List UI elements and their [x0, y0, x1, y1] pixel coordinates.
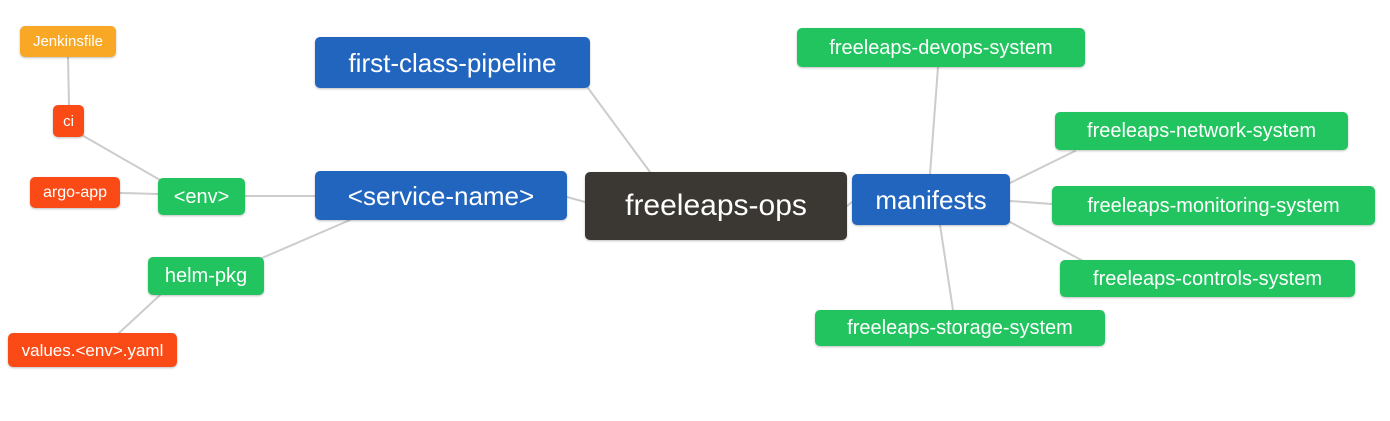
node-first-class-pipeline[interactable]: first-class-pipeline [315, 37, 590, 88]
node-ci[interactable]: ci [53, 105, 84, 137]
edge-helm-pkg-to-values-env-yaml [118, 294, 161, 334]
edge-freeleaps-ops-to-manifests [846, 201, 853, 207]
node-jenkinsfile[interactable]: Jenkinsfile [20, 26, 116, 57]
edge-service-name-to-freeleaps-ops [566, 196, 586, 203]
node-freeleaps-network-system[interactable]: freeleaps-network-system [1055, 112, 1348, 150]
node-helm-pkg[interactable]: helm-pkg [148, 257, 264, 295]
node-freeleaps-devops-system[interactable]: freeleaps-devops-system [797, 28, 1085, 67]
edge-manifests-to-freeleaps-network-system [1009, 150, 1076, 184]
node-freeleaps-controls-system[interactable]: freeleaps-controls-system [1060, 260, 1355, 297]
edge-jenkinsfile-to-ci [67, 56, 70, 106]
node-service-name[interactable]: <service-name> [315, 171, 567, 220]
edge-freeleaps-devops-system-to-manifests [929, 66, 939, 175]
edge-ci-to-env [79, 133, 161, 181]
node-values-env-yaml[interactable]: values.<env>.yaml [8, 333, 177, 367]
edge-helm-pkg-to-service-name [261, 219, 351, 259]
node-env[interactable]: <env> [158, 178, 245, 215]
node-manifests[interactable]: manifests [852, 174, 1010, 225]
edge-manifests-to-freeleaps-monitoring-system [1009, 200, 1053, 205]
node-freeleaps-storage-system[interactable]: freeleaps-storage-system [815, 310, 1105, 346]
node-freeleaps-ops[interactable]: freeleaps-ops [585, 172, 847, 240]
edge-first-class-pipeline-to-freeleaps-ops [587, 87, 651, 173]
edge-argo-app-to-env [119, 192, 159, 195]
node-argo-app[interactable]: argo-app [30, 177, 120, 208]
edge-manifests-to-freeleaps-storage-system [939, 224, 954, 311]
edge-manifests-to-freeleaps-controls-system [1009, 221, 1086, 263]
node-freeleaps-monitoring-system[interactable]: freeleaps-monitoring-system [1052, 186, 1375, 225]
